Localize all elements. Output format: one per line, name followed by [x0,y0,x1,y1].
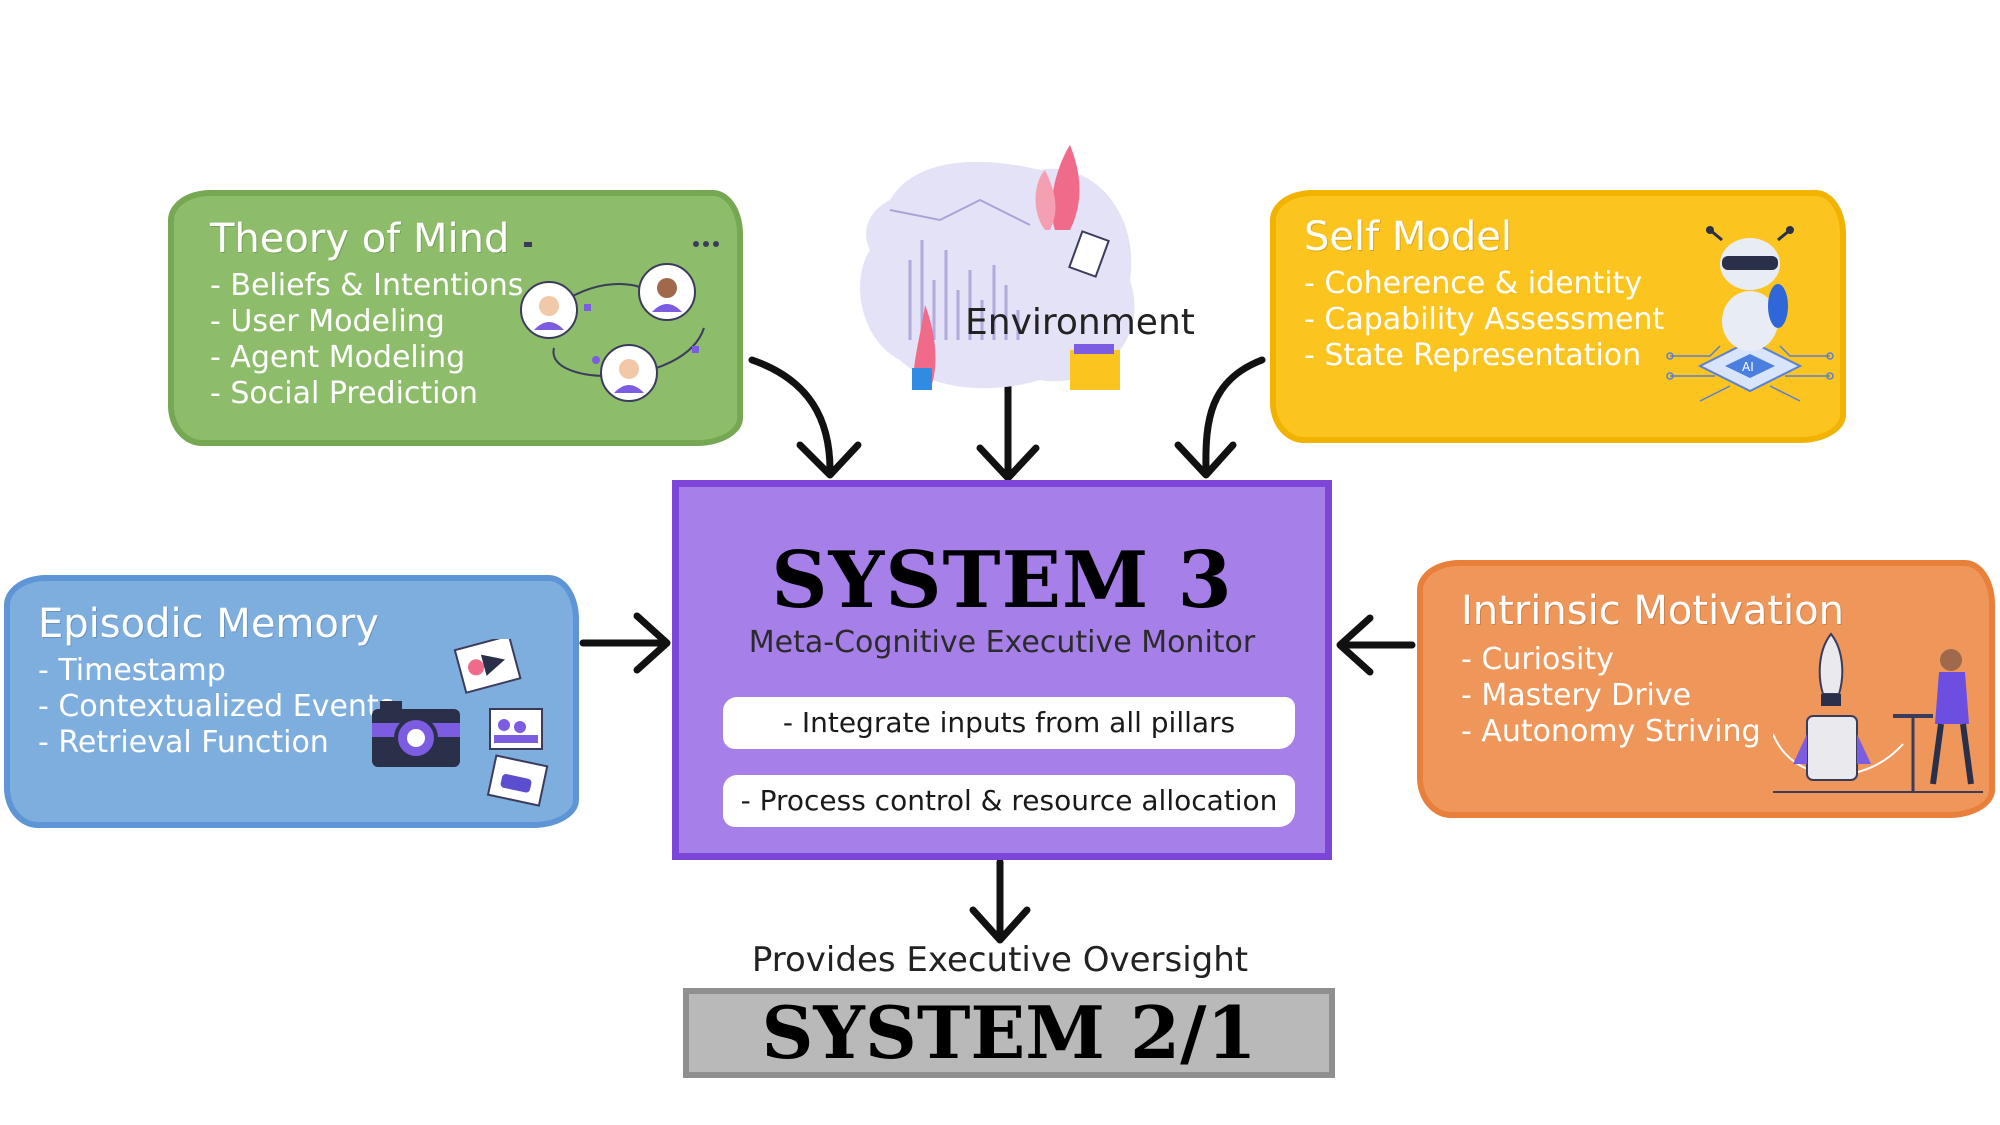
intrinsic-motivation-list: - Curiosity - Mastery Drive - Autonomy S… [1461,642,1761,750]
list-item: - Beliefs & Intentions [210,268,524,303]
people-network-icon [520,241,719,402]
list-item: - Mastery Drive [1461,678,1692,713]
arrow-self-to-system3 [1202,356,1266,474]
intrinsic-motivation-title: Intrinsic Motivation [1461,588,1844,634]
episodic-memory-list: - Timestamp - Contextualized Events - Re… [38,653,394,761]
arrow-environment-to-system3-head [976,444,1040,482]
camera-photos-icon [372,639,549,807]
system3-box: SYSTEM 3 Meta-Cognitive Executive Monito… [672,480,1332,860]
intrinsic-motivation-box: Intrinsic Motivation - Curiosity - Maste… [1417,560,1995,818]
oversight-label: Provides Executive Oversight [751,940,1249,980]
arrow-system3-to-oversight-head [969,906,1031,944]
list-item: - User Modeling [210,304,445,339]
list-item: - Autonomy Striving [1461,714,1761,749]
theory-of-mind-list: - Beliefs & Intentions - User Modeling -… [210,268,523,412]
arrow-intrinsic-to-system3-head [1336,614,1374,676]
arrow-episodic-to-system3-head [633,612,671,674]
system3-title: SYSTEM 3 [771,535,1233,626]
rocket-person-icon [1773,632,1983,793]
system3-subtitle: Meta-Cognitive Executive Monitor [748,625,1256,660]
episodic-memory-title: Episodic Memory [38,601,379,647]
list-item: - Coherence & identity [1304,266,1643,301]
list-item: - Curiosity [1461,642,1614,677]
environment-label: Environment [965,302,1195,343]
system3-function-integrate: - Integrate inputs from all pillars [723,697,1295,749]
self-model-list: - Coherence & identity - Capability Asse… [1304,266,1664,374]
list-item: - State Representation [1304,338,1642,373]
list-item: - Contextualized Events [38,689,395,724]
chart-plant-icon [860,145,1135,390]
list-item: - Social Prediction [210,376,478,411]
system21-box: SYSTEM 2/1 [683,988,1335,1078]
svg-text:AI: AI [1742,360,1754,374]
self-model-box: Self Model - Coherence & identity - Capa… [1270,190,1846,443]
ai-robot-chip-icon: AI [1666,226,1834,402]
list-item: - Retrieval Function [38,725,329,760]
list-item: - Capability Assessment [1304,302,1665,337]
self-model-title: Self Model [1304,214,1513,260]
list-item: - Timestamp [38,653,226,688]
theory-of-mind-title: Theory of Mind [210,216,510,262]
system3-function-control: - Process control & resource allocation [723,775,1295,827]
arrow-theory-to-system3-head [796,441,862,479]
list-item: - Agent Modeling [210,340,466,375]
arrow-self-to-system3-head [1174,441,1237,479]
arrow-theory-to-system3 [748,356,834,474]
episodic-memory-box: Episodic Memory - Timestamp - Contextual… [4,575,579,828]
theory-of-mind-box: Theory of Mind - Beliefs & Intentions - … [168,190,743,446]
